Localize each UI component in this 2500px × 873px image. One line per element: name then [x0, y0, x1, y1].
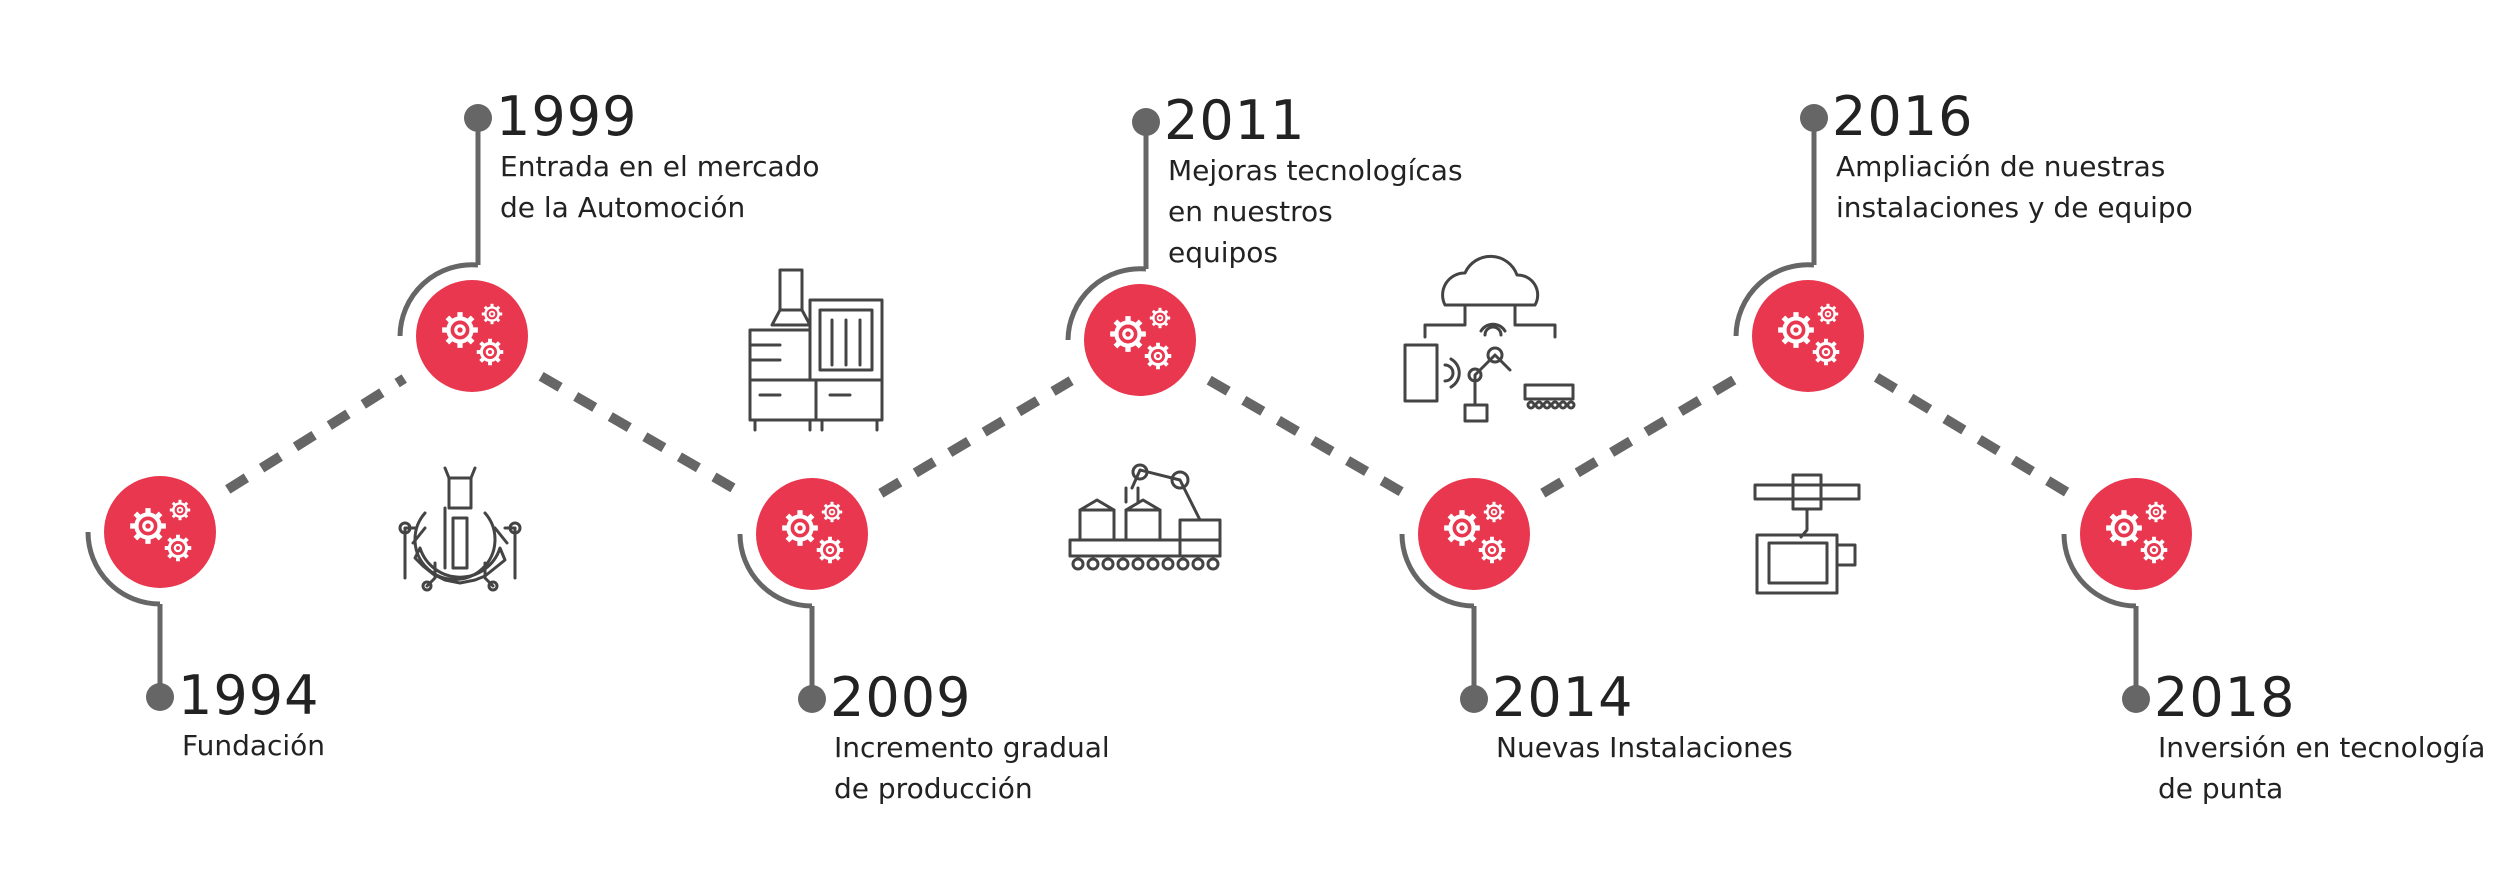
milestone-year: 2009	[830, 666, 972, 729]
milestone-node-2016	[1752, 280, 1864, 392]
cloud-iot-icon	[1403, 254, 1576, 423]
milestone-description-line: en nuestros	[1168, 195, 1333, 228]
milestone-description-line: instalaciones y de equipo	[1836, 191, 2193, 224]
stem-arc-2011	[1065, 266, 1147, 341]
milestone-description-line: Nuevas Instalaciones	[1496, 731, 1793, 764]
milestone-description-line: Inversión en tecnología	[2158, 731, 2486, 764]
timeline-connector-4	[1206, 375, 1408, 499]
stem-arc-2014	[1399, 533, 1475, 609]
milestone-description-line: Entrada en el mercado	[500, 150, 820, 183]
milestone-description-line: Mejoras tecnologícas	[1168, 154, 1463, 187]
milestone-description-line: Ampliación de nuestras	[1836, 150, 2166, 183]
timeline-connector-2	[538, 371, 746, 499]
milestone-description-line: de punta	[2158, 772, 2284, 805]
milestone-description-line: Incremento gradual	[834, 731, 1110, 764]
pin-dot-1999	[464, 104, 492, 132]
milestone-description: Fundación	[182, 725, 325, 766]
milestone-description: Incremento gradual de producción	[834, 727, 1110, 809]
pin-dot-2009	[798, 685, 826, 713]
robot-arm-conveyor-icon	[1068, 463, 1222, 571]
milestone-node-1994	[104, 476, 216, 588]
milestone-node-1999	[416, 280, 528, 392]
milestone-year: 1999	[496, 85, 638, 148]
milestone-description-line: de la Automoción	[500, 191, 746, 224]
milestone-description: Entrada en el mercado de la Automoción	[500, 146, 820, 228]
wrench-gear-icon	[398, 466, 522, 592]
press-machine-icon	[1753, 473, 1861, 595]
milestone-year: 2014	[1492, 666, 1634, 729]
milestone-description: Inversión en tecnología de punta	[2158, 727, 2485, 809]
milestone-description: Ampliación de nuestras instalaciones y de…	[1836, 146, 2193, 228]
milestone-node-2009	[756, 478, 868, 590]
stem-arc-2016	[1733, 262, 1815, 337]
timeline-connector-3	[878, 376, 1074, 498]
pin-dot-2014	[1460, 685, 1488, 713]
milestone-node-2014	[1418, 478, 1530, 590]
pin-dot-2016	[1800, 104, 1828, 132]
pin-dot-1994	[146, 683, 174, 711]
timeline-connector-1	[225, 374, 407, 494]
injection-machine-icon	[748, 268, 884, 432]
milestone-year: 2011	[1164, 89, 1306, 152]
stem-arc-2018	[2061, 533, 2137, 609]
milestone-description-line: equipos	[1168, 236, 1279, 269]
milestone-description-line: Fundación	[182, 729, 326, 762]
milestone-year: 2016	[1832, 85, 1974, 148]
milestone-year: 2018	[2154, 666, 2296, 729]
milestone-description-line: de producción	[834, 772, 1033, 805]
milestone-node-2018	[2080, 478, 2192, 590]
milestone-description: Mejoras tecnologícas en nuestros equipos	[1168, 150, 1463, 273]
milestone-description: Nuevas Instalaciones	[1496, 727, 1793, 768]
pin-dot-2011	[1132, 108, 1160, 136]
milestone-year: 1994	[178, 664, 320, 727]
stem-arc-2009	[737, 533, 813, 609]
milestone-node-2011	[1084, 284, 1196, 396]
stem-arc-1999	[397, 262, 479, 337]
pin-dot-2018	[2122, 685, 2150, 713]
stem-arc-1994	[85, 531, 161, 607]
timeline-connector-6	[1873, 373, 2071, 497]
